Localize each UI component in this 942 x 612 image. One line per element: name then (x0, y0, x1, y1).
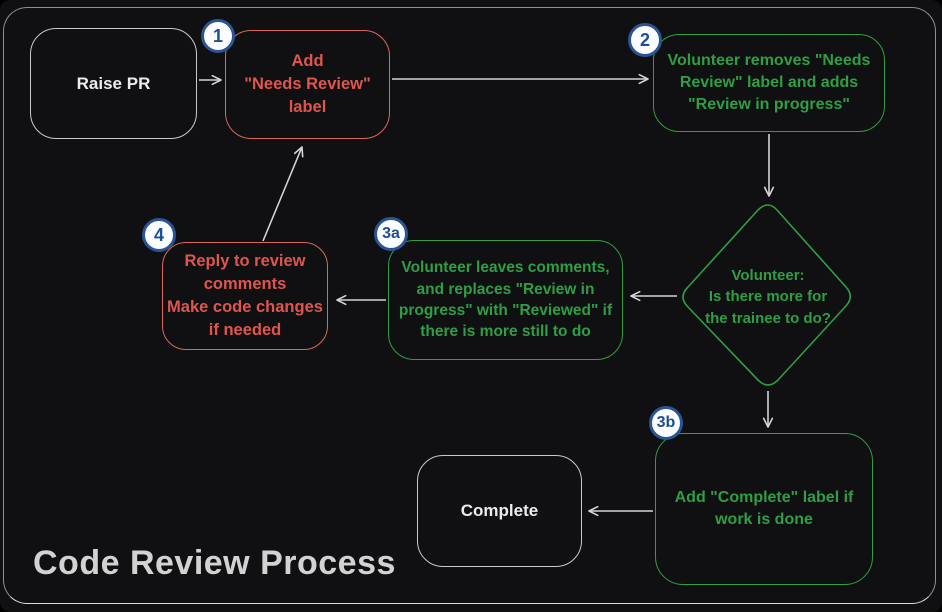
node-complete: Complete (417, 455, 582, 567)
node-add-needs-review-label: Add "Needs Review" label (244, 52, 371, 116)
node-raise-pr-label: Raise PR (76, 73, 151, 93)
node-volunteer-comments-label: Volunteer leaves comments, and replaces … (398, 259, 613, 341)
step-badge-4: 4 (142, 218, 176, 252)
node-complete-label: Complete (460, 501, 539, 521)
step-badge-3b: 3b (649, 406, 683, 440)
arrow-reply-to-needsreview (262, 146, 304, 242)
diagram-title: Code Review Process (33, 544, 396, 582)
step-badge-1: 1 (201, 19, 235, 53)
step-badge-2: 2 (628, 23, 662, 57)
node-add-needs-review: Add "Needs Review" label (225, 30, 390, 139)
node-reply-changes-label: Reply to review comments Make code chang… (167, 252, 323, 339)
node-add-complete: Add "Complete" label if work is done (655, 433, 873, 585)
node-volunteer-removes-label: Volunteer removes "Needs Review" label a… (667, 51, 871, 114)
node-volunteer-comments: Volunteer leaves comments, and replaces … (388, 240, 623, 360)
step-badge-3a: 3a (374, 217, 408, 251)
node-add-complete-label: Add "Complete" label if work is done (674, 488, 854, 528)
node-reply-changes: Reply to review comments Make code chang… (162, 242, 328, 350)
decision-diamond-shape (682, 204, 852, 386)
node-volunteer-removes: Volunteer removes "Needs Review" label a… (653, 34, 885, 132)
node-raise-pr: Raise PR (30, 28, 197, 139)
node-decision-label: Volunteer: Is there more for the trainee… (705, 267, 831, 327)
